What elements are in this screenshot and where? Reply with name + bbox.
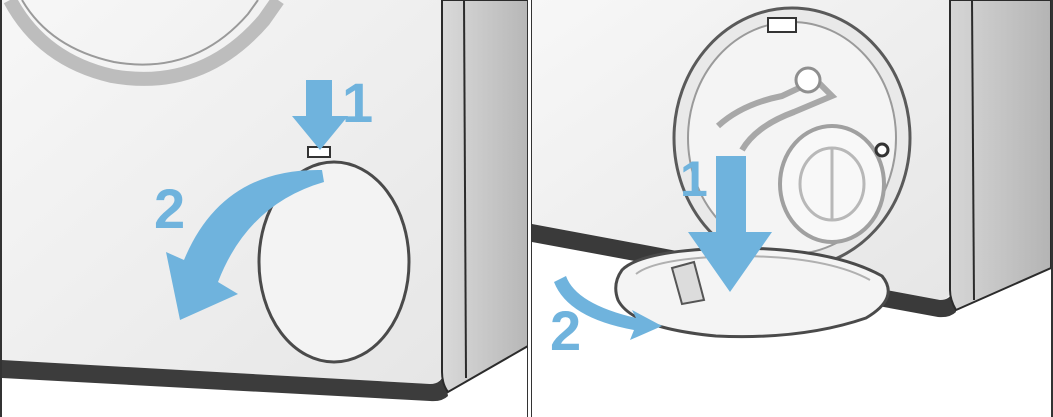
step-2-label: 2 (154, 177, 185, 240)
appliance-side (950, 0, 1051, 310)
appliance-side (442, 0, 528, 392)
housing-screw (876, 144, 888, 156)
step-1-label: 1 (680, 151, 708, 207)
step-illustration-remove-cover: 1 2 (531, 0, 1053, 417)
right-illustration: 1 2 (532, 0, 1051, 417)
step-illustration-open-cover: 1 2 (0, 0, 528, 417)
left-illustration: 1 2 (2, 0, 528, 417)
housing-tab (768, 18, 796, 32)
pump-knob (796, 68, 820, 92)
step-1-label: 1 (342, 71, 373, 134)
step-2-label: 2 (550, 299, 581, 362)
